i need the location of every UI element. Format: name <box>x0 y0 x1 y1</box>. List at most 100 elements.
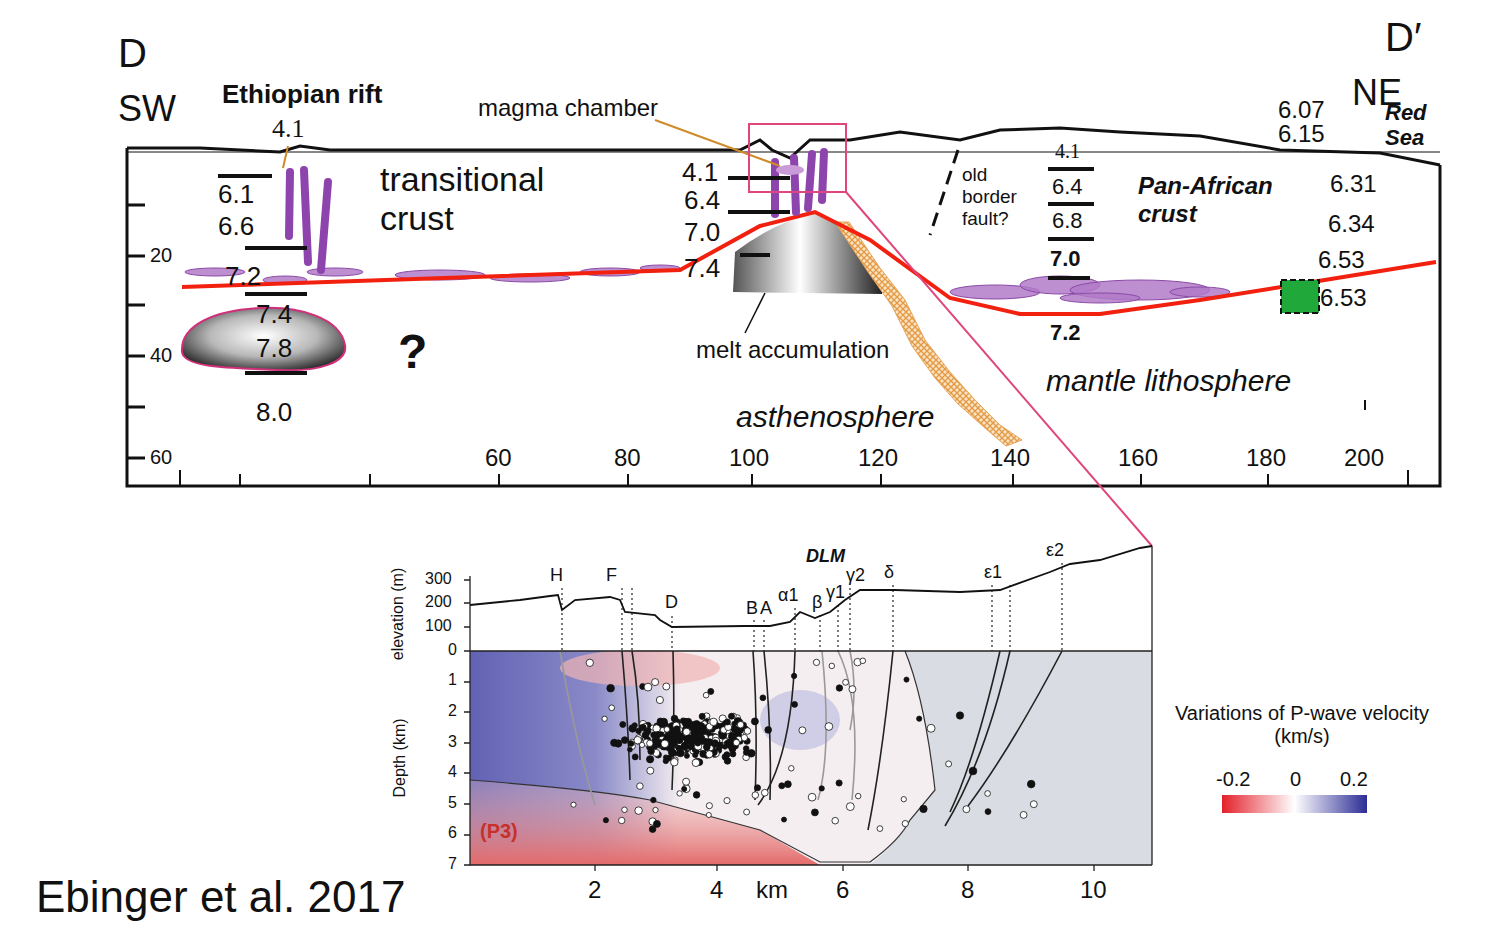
fault-letter: γ1 <box>826 582 845 603</box>
velocity-value: 7.2 <box>225 262 261 292</box>
velocity-value: 6.4 <box>1052 174 1083 199</box>
earthquake-dot <box>710 718 718 726</box>
distance-tick: 2 <box>588 876 601 904</box>
legend-title: Variations of P-wave velocity (km/s) <box>1172 702 1432 748</box>
earthquake-dot <box>627 747 632 752</box>
fault-letter: γ2 <box>846 565 865 586</box>
distance-tick: 60 <box>485 444 512 472</box>
earthquake-dot <box>792 701 798 707</box>
elevation-tick: 200 <box>425 593 452 611</box>
earthquake-dot <box>618 817 624 823</box>
earthquake-dot <box>684 753 689 758</box>
earthquake-dot <box>1020 811 1027 818</box>
earthquake-dot <box>724 719 730 725</box>
depth-tick: 6 <box>448 824 457 842</box>
earthquake-dot <box>640 724 647 731</box>
velocity-value: 4.1 <box>1055 140 1080 163</box>
velocity-value: 6.8 <box>1052 208 1083 233</box>
earthquake-dot <box>731 726 737 732</box>
earthquake-dot <box>811 809 818 816</box>
fault-zone-name: DLM <box>806 546 845 567</box>
earthquake-dot <box>917 716 922 721</box>
fault-letter: β <box>812 592 822 613</box>
depth-tick: 1 <box>448 671 457 689</box>
earthquake-dot <box>703 744 710 751</box>
velocity-value: 6.53 <box>1318 246 1365 274</box>
earthquake-dot <box>920 805 927 812</box>
direction: SW <box>118 88 176 129</box>
velocity-value: 6.15 <box>1278 120 1325 148</box>
border-fault <box>930 150 958 235</box>
earthquake-dot <box>622 807 628 813</box>
earthquake-dot <box>706 803 712 809</box>
earthquake-dot <box>602 716 607 721</box>
velocity-value: 6.1 <box>218 180 254 210</box>
velocity-value: 7.4 <box>256 300 292 330</box>
depth-tick: 40 <box>150 344 172 367</box>
earthquake-dot <box>647 756 654 763</box>
earthquake-dot <box>654 732 660 738</box>
velocity-value: 7.2 <box>1050 320 1081 345</box>
fault-letter: B <box>746 598 758 619</box>
distance-tick: 80 <box>614 444 641 472</box>
colorbar-tick: -0.2 <box>1216 768 1250 791</box>
earthquake-dot <box>706 812 711 817</box>
earthquake-dot <box>1027 780 1035 788</box>
colorbar <box>1222 795 1367 813</box>
earthquake-dot <box>744 809 750 815</box>
elevation-tick: 100 <box>425 617 452 635</box>
earthquake-dot <box>632 723 637 728</box>
earthquake-dot <box>586 659 593 666</box>
velocity-value: 6.53 <box>1320 284 1367 312</box>
earthquake-dot <box>620 722 626 728</box>
earthquake-dot <box>729 746 735 752</box>
earthquake-dot <box>671 758 679 766</box>
earthquake-dot <box>663 755 668 760</box>
distance-tick: 120 <box>858 444 898 472</box>
velocity-value: 7.0 <box>1050 246 1081 271</box>
earthquake-dot <box>685 718 692 725</box>
distance-tick: 160 <box>1118 444 1158 472</box>
earthquake-dot <box>683 728 690 735</box>
earthquake-dot <box>737 721 744 728</box>
earthquake-dot <box>676 745 681 750</box>
region-name: Red Sea <box>1385 100 1437 151</box>
earthquake-dot <box>754 785 760 791</box>
magma-chamber <box>776 165 804 175</box>
earthquake-dot <box>781 817 786 822</box>
distance-tick: 100 <box>729 444 769 472</box>
earthquake-dot <box>663 683 670 690</box>
earthquake-dot <box>761 789 768 796</box>
depth-tick: 60 <box>150 446 172 469</box>
earthquake-dot <box>969 767 977 775</box>
earthquake-dot <box>682 786 687 791</box>
velocity-value: 6.4 <box>684 186 720 216</box>
citation-caption: Ebinger et al. 2017 <box>36 872 405 923</box>
fault-letter: δ <box>884 562 894 583</box>
earthquake-dot <box>681 743 688 750</box>
velocity-value: 7.4 <box>684 254 720 284</box>
velocity-value: 6.31 <box>1330 170 1377 198</box>
fault-letter: A <box>760 598 772 619</box>
earthquake-dot <box>902 820 908 826</box>
earthquake-dot <box>719 733 725 739</box>
earthquake-dot <box>653 807 658 812</box>
depth-tick: 7 <box>448 855 457 873</box>
velocity-value: 6.07 <box>1278 96 1325 124</box>
earthquake-dot <box>648 748 654 754</box>
earthquake-dot <box>664 727 670 733</box>
profile-id: (P3) <box>480 820 518 843</box>
distance-tick: 4 <box>710 876 723 904</box>
earthquake-dot <box>692 759 700 767</box>
earthquake-dot <box>752 792 759 799</box>
earthquake-dot <box>609 705 615 711</box>
earthquake-dot <box>607 684 615 692</box>
elevation-tick: 0 <box>448 641 457 659</box>
earthquake-dot <box>658 720 665 727</box>
earthquake-dot <box>652 679 659 686</box>
earthquake-dot <box>635 807 643 815</box>
fault-letter: α1 <box>778 585 798 606</box>
fault-letter: D <box>665 592 678 613</box>
depth-tick: 20 <box>150 244 172 267</box>
depth-tick: 5 <box>448 794 457 812</box>
